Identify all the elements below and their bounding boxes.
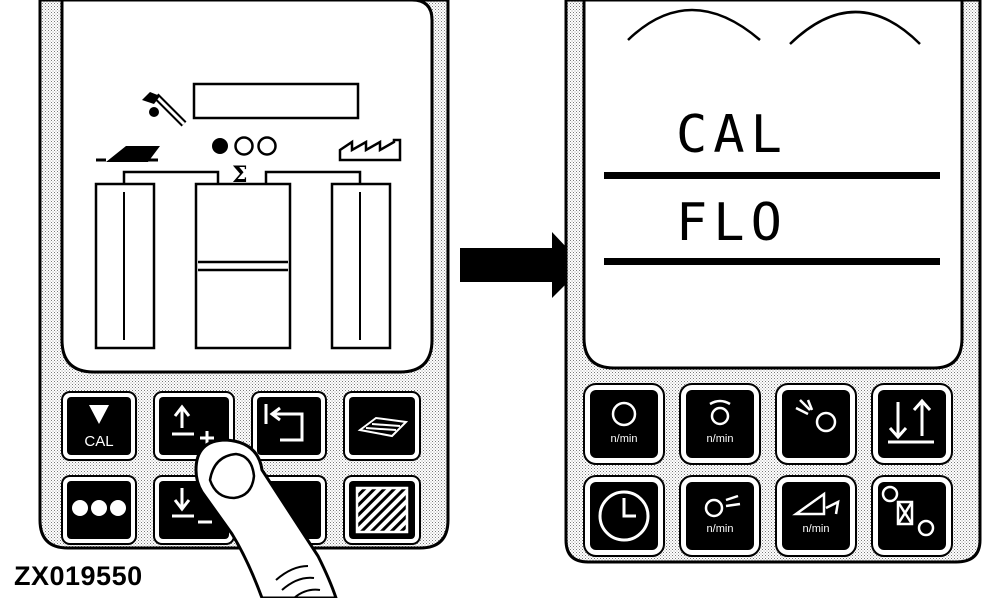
dots-key[interactable] xyxy=(61,475,137,545)
field-key[interactable] xyxy=(343,391,421,461)
wrench-icon xyxy=(142,92,187,127)
top-display-box xyxy=(192,82,360,120)
chopper-speed-key[interactable]: n/min xyxy=(775,475,857,557)
down-triangle-icon xyxy=(89,405,109,424)
three-dots-icon xyxy=(72,500,126,516)
right-arrow-icon xyxy=(460,232,584,298)
rotor-speed-key[interactable]: n/min xyxy=(679,383,761,465)
engine-speed-key[interactable]: n/min xyxy=(583,383,665,465)
right-screen xyxy=(582,0,964,370)
rotor-speed-icon xyxy=(709,399,731,426)
ground-speed-unit: n/min xyxy=(707,523,734,535)
factory-icon xyxy=(338,138,402,162)
shoe-key[interactable] xyxy=(871,475,953,557)
hatch-key[interactable] xyxy=(343,475,421,545)
left-arc-icon xyxy=(627,8,761,41)
engine-speed-icon xyxy=(611,401,637,427)
left-panel: Σ CAL xyxy=(38,0,450,598)
sieve-gear-icon xyxy=(881,485,935,537)
up-down-arrows-icon xyxy=(888,398,934,444)
clock-icon xyxy=(598,490,650,542)
fan-gear-icon xyxy=(795,399,837,433)
field-map-icon xyxy=(357,416,409,438)
ground-speed-key[interactable]: n/min xyxy=(679,475,761,557)
three-dots-indicator-icon xyxy=(212,136,277,156)
right-bar-gauge xyxy=(330,182,392,350)
chopper-speed-unit: n/min xyxy=(803,523,830,535)
header-height-key[interactable] xyxy=(871,383,953,465)
clock-key[interactable] xyxy=(583,475,665,557)
lcd-line-1: CAL xyxy=(676,105,788,165)
lcd-divider-bottom xyxy=(604,258,940,265)
return-key[interactable] xyxy=(251,391,327,461)
right-panel: CAL FLO n/min n/min xyxy=(564,0,982,564)
figure-id: ZX019550 xyxy=(14,561,143,591)
lcd-divider-top xyxy=(604,172,940,179)
cal-key-label: CAL xyxy=(84,433,113,450)
rotor-speed-unit: n/min xyxy=(707,433,734,445)
cal-down-key[interactable]: CAL xyxy=(61,391,137,461)
return-arrow-icon xyxy=(264,404,304,442)
arrow-down-minus-icon xyxy=(172,488,212,524)
center-bar-gauge xyxy=(194,182,292,350)
ground-speed-icon xyxy=(704,494,741,518)
right-arc-icon xyxy=(789,10,921,45)
chopper-speed-icon xyxy=(792,491,840,516)
left-bar-gauge xyxy=(94,182,156,350)
fan-speed-key[interactable] xyxy=(775,383,857,465)
engine-speed-unit: n/min xyxy=(611,433,638,445)
finger-illustration xyxy=(194,438,338,598)
hatched-square-icon xyxy=(355,486,409,534)
field-area-icon xyxy=(96,146,160,162)
lcd-line-2: FLO xyxy=(676,193,788,253)
arrow-up-plus-icon xyxy=(172,404,214,445)
summation-symbol: Σ xyxy=(232,162,248,188)
